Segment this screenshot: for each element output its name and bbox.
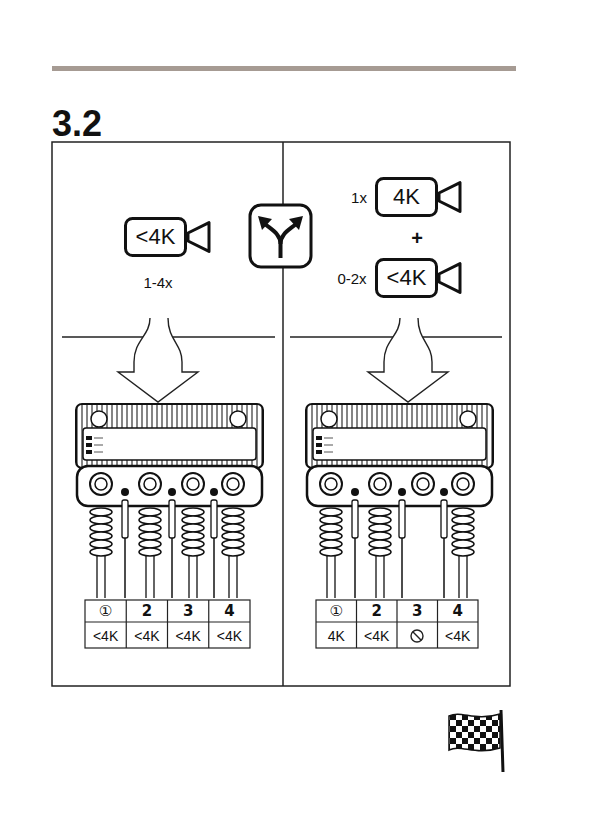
camera-icon: <4K	[375, 258, 462, 298]
port-number: 4	[453, 604, 463, 619]
port-number: 3	[183, 604, 193, 619]
choice-icon	[250, 205, 311, 267]
port-number: 3	[412, 604, 422, 619]
port-number: ①	[99, 604, 112, 619]
resolution-cell: <4K	[175, 629, 200, 643]
resolution-cell: <4K	[364, 629, 389, 643]
port-number: 2	[142, 604, 152, 619]
port-number: ①	[330, 604, 343, 619]
count-label: 1-4x	[143, 275, 172, 290]
down-arrow	[118, 318, 198, 402]
resolution-cell: 4K	[328, 629, 345, 643]
port-number: 4	[224, 604, 234, 619]
count-label: 0-2x	[337, 271, 366, 286]
resolution-cell: <4K	[445, 629, 470, 643]
resolution-cell: <4K	[217, 629, 242, 643]
finish-flag	[449, 710, 503, 772]
resolution-cell: <4K	[134, 629, 159, 643]
frame	[52, 142, 510, 686]
prohibited-symbol	[411, 630, 423, 642]
video-encoder	[306, 404, 493, 598]
count-label: 1x	[351, 190, 367, 205]
video-encoder	[76, 404, 263, 598]
plus-sign: +	[411, 228, 423, 248]
port-number: 2	[372, 604, 382, 619]
camera-icon: <4K	[124, 217, 211, 257]
camera-label: <4K	[387, 267, 427, 289]
top-rule	[52, 66, 516, 71]
camera-label: <4K	[136, 226, 176, 248]
camera-icon: 4K	[375, 177, 462, 217]
resolution-cell: <4K	[93, 629, 118, 643]
port-table	[85, 600, 478, 648]
camera-label: 4K	[393, 186, 420, 208]
down-arrow	[368, 318, 448, 402]
device-illustration	[76, 404, 493, 598]
section-number: 3.2	[52, 106, 102, 142]
